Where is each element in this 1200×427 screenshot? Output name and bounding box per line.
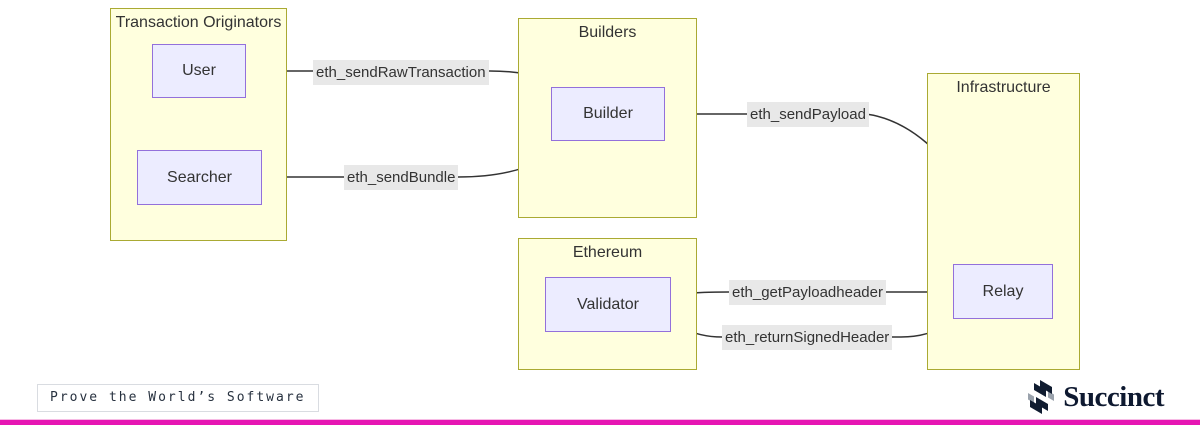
edge-label-eth-getpayloadheader: eth_getPayloadheader: [729, 280, 886, 305]
edge-label-eth-sendbundle: eth_sendBundle: [344, 165, 459, 190]
node-builder: Builder: [551, 87, 665, 141]
tagline: Prove the World’s Software: [37, 384, 319, 412]
edge-label-eth-sendrawtransaction: eth_sendRawTransaction: [313, 60, 489, 85]
cluster-transaction-originators: Transaction Originators: [110, 8, 287, 241]
brand-logo: Succinct: [1026, 380, 1164, 414]
cluster-title-ethereum: Ethereum: [572, 244, 643, 261]
node-searcher: Searcher: [137, 150, 262, 205]
node-relay: Relay: [953, 264, 1053, 319]
node-user: User: [152, 44, 246, 98]
cluster-title-transaction-originators: Transaction Originators: [115, 14, 282, 31]
cluster-title-builders: Builders: [578, 24, 637, 41]
accent-bar: [0, 419, 1200, 425]
edge-label-eth-sendpayload: eth_sendPayload: [747, 102, 869, 127]
node-validator: Validator: [545, 277, 671, 332]
edge-label-eth-returnsignedheader: eth_returnSignedHeader: [722, 325, 893, 350]
cluster-title-infrastructure: Infrastructure: [956, 79, 1051, 96]
cluster-infrastructure: Infrastructure: [927, 73, 1080, 370]
brand-wordmark: Succinct: [1063, 381, 1164, 413]
succinct-logo-icon: [1028, 380, 1055, 414]
